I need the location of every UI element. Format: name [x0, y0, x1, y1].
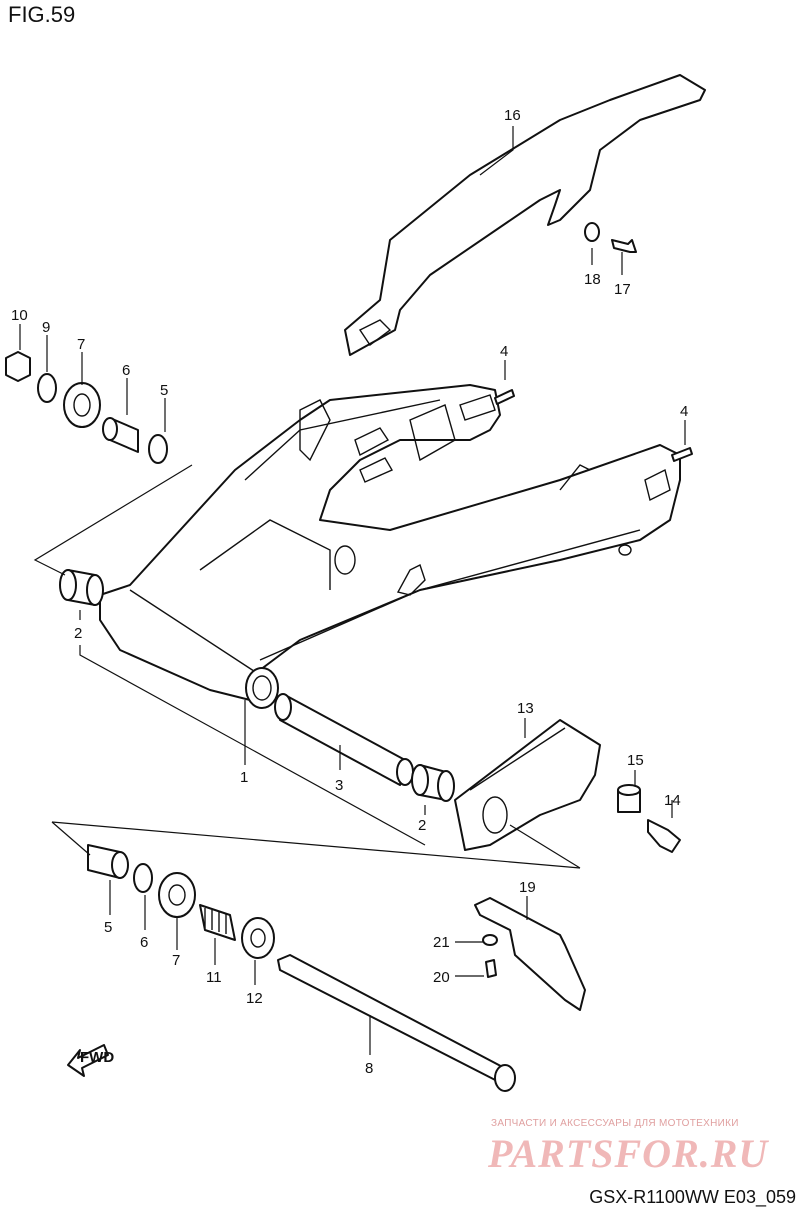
washer-part-upper: [37, 373, 57, 403]
fwd-label: FWD: [80, 1049, 114, 1066]
spacer-part: [279, 694, 406, 786]
collar-part-lower: [87, 844, 129, 879]
callout-20: 20: [433, 969, 450, 986]
callout-19: 19: [519, 879, 536, 896]
bolt-part-14: [647, 819, 681, 853]
chain-guide-part: [474, 897, 586, 1011]
screw-part-20: [485, 959, 497, 978]
washer-part-21: [482, 934, 498, 946]
callout-2a: 2: [74, 625, 82, 642]
callout-5b: 5: [104, 919, 112, 936]
spacer-ring-part-upper: [148, 434, 168, 464]
watermark-subtitle: ЗАПЧАСТИ И АКСЕССУАРЫ ДЛЯ МОТОТЕХНИКИ: [491, 1118, 739, 1129]
model-code-label: GSX-R1100WW E03_059: [589, 1187, 796, 1207]
adjuster-bolt-part: [494, 389, 515, 405]
watermark-logo: PARTSFOR.RU: [488, 1131, 769, 1176]
callout-13: 13: [517, 700, 534, 717]
washer-part: [584, 222, 600, 242]
callout-8: 8: [365, 1060, 373, 1077]
callout-4b: 4: [680, 403, 688, 420]
needle-bearing-part: [59, 569, 104, 606]
figure-title: FIG.59: [8, 2, 76, 27]
chain-case-bolt-part: [611, 239, 637, 253]
callout-2b: 2: [418, 817, 426, 834]
collar-part-upper: [102, 417, 139, 453]
nut-part: [5, 351, 31, 382]
collar-part-15: [617, 784, 641, 813]
callout-15: 15: [627, 752, 644, 769]
callout-5a: 5: [160, 382, 168, 399]
callout-10: 10: [11, 307, 28, 324]
callout-3: 3: [335, 777, 343, 794]
callout-14: 14: [664, 792, 681, 809]
callout-17: 17: [614, 281, 631, 298]
callout-7b: 7: [172, 952, 180, 969]
callout-1: 1: [240, 769, 248, 786]
fwd-arrow-icon: FWD: [67, 1044, 114, 1077]
washer-part-lower: [133, 863, 153, 893]
bearing-part-upper: [63, 382, 101, 428]
bearing-part-lower: [158, 872, 196, 918]
chain-case-part: [344, 74, 706, 356]
callout-4a: 4: [500, 343, 508, 360]
adjuster-part-12: [241, 917, 275, 959]
callout-11: 11: [206, 969, 222, 986]
pivot-shaft-part: [277, 954, 513, 1086]
callout-6b: 6: [140, 934, 148, 951]
callout-12: 12: [246, 990, 263, 1007]
chain-buffer-part: [454, 719, 601, 851]
pivot-tube-end: [245, 667, 279, 709]
callout-7a: 7: [77, 336, 85, 353]
callout-6a: 6: [122, 362, 130, 379]
callout-16: 16: [504, 107, 521, 124]
needle-bearing-part-2: [411, 764, 455, 802]
adjuster-bolt-part-2: [671, 447, 693, 462]
callout-9: 9: [42, 319, 50, 336]
adjuster-part-11: [199, 904, 236, 941]
callout-18: 18: [584, 271, 601, 288]
callout-21: 21: [433, 934, 450, 951]
